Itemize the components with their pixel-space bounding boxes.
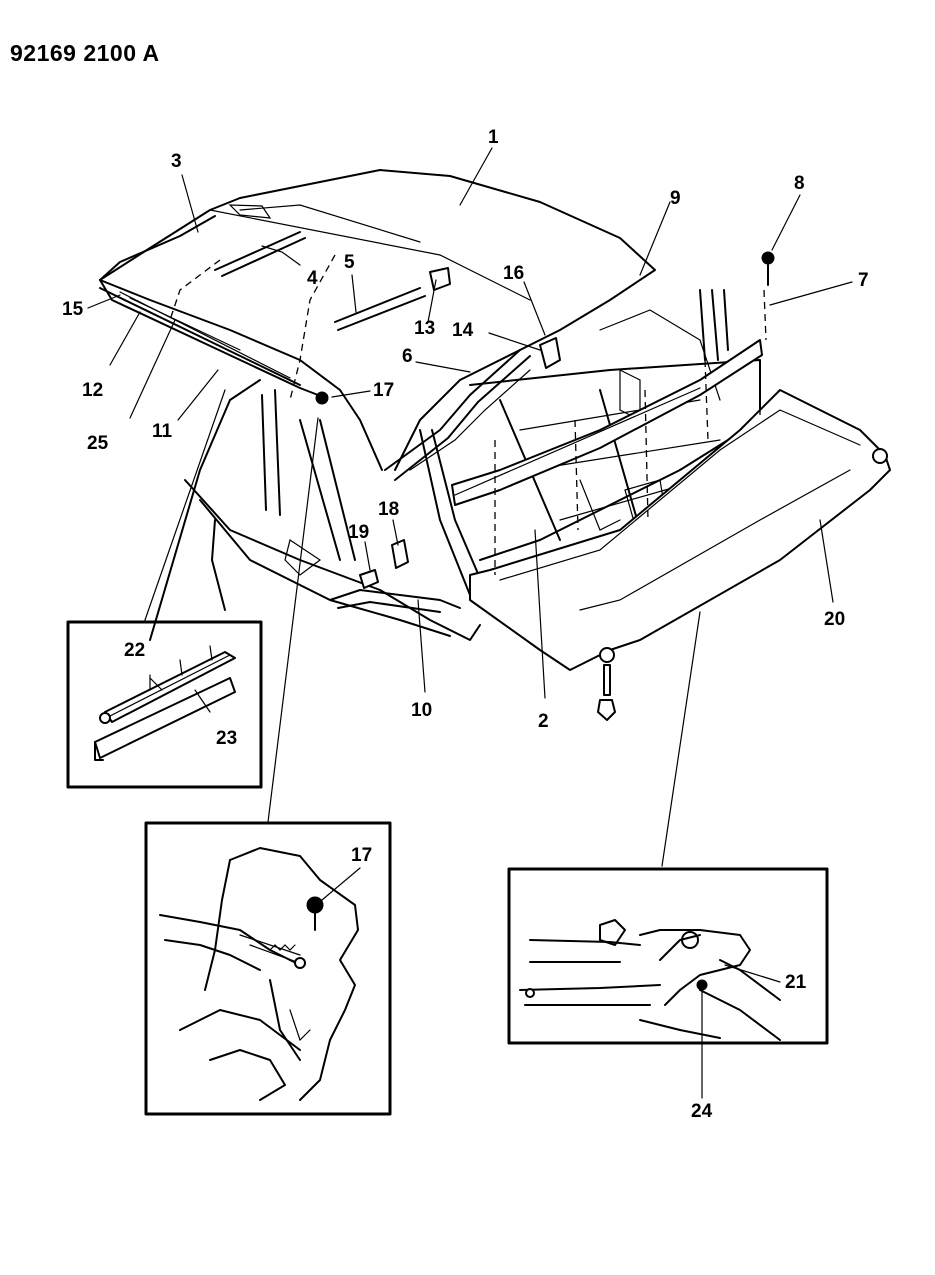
- callout-20: 20: [824, 609, 846, 630]
- callout-8: 8: [794, 173, 805, 194]
- callout-6: 6: [402, 346, 413, 367]
- callout-18: 18: [378, 499, 400, 520]
- callout-4: 4: [307, 268, 318, 289]
- callout-11: 11: [152, 421, 173, 442]
- callout-17: 17: [373, 380, 395, 401]
- callout-19: 19: [348, 522, 370, 543]
- callout-22: 22: [124, 640, 146, 661]
- hidden-outline: [169, 254, 336, 401]
- front-header-bow: [99, 279, 319, 396]
- callout-10: 10: [411, 700, 433, 721]
- leader-lines: [87, 147, 853, 867]
- callout-14: 14: [452, 320, 474, 341]
- body-quarter-panel: [149, 379, 486, 641]
- callout-1: 1: [488, 127, 499, 148]
- document-number: 92169 2100 A: [10, 40, 160, 66]
- callout-3: 3: [171, 151, 182, 172]
- inset-latch-detail: [507, 867, 829, 1099]
- fasteners: [315, 251, 775, 589]
- callout-16: 16: [503, 263, 525, 284]
- callout-23: 23: [216, 728, 238, 749]
- callout-2: 2: [538, 711, 549, 732]
- inset-seal-strip: [66, 620, 263, 789]
- callout-13: 13: [414, 318, 436, 339]
- callout-25: 25: [87, 433, 109, 454]
- callout-21: 21: [785, 972, 807, 993]
- boot-cover: [469, 389, 891, 721]
- callout-12: 12: [82, 380, 104, 401]
- callout-17-inset: 17: [351, 845, 373, 866]
- top-bows: [214, 231, 531, 481]
- callout-9: 9: [670, 188, 681, 209]
- callout-24: 24: [691, 1101, 713, 1122]
- callout-15: 15: [62, 299, 84, 320]
- callout-7: 7: [858, 270, 869, 291]
- callout-5: 5: [344, 252, 355, 273]
- fastener-guides: [494, 289, 767, 575]
- rear-bow: [451, 339, 763, 506]
- inset-bolt-detail: [144, 821, 392, 1116]
- top-canvas: [99, 169, 656, 471]
